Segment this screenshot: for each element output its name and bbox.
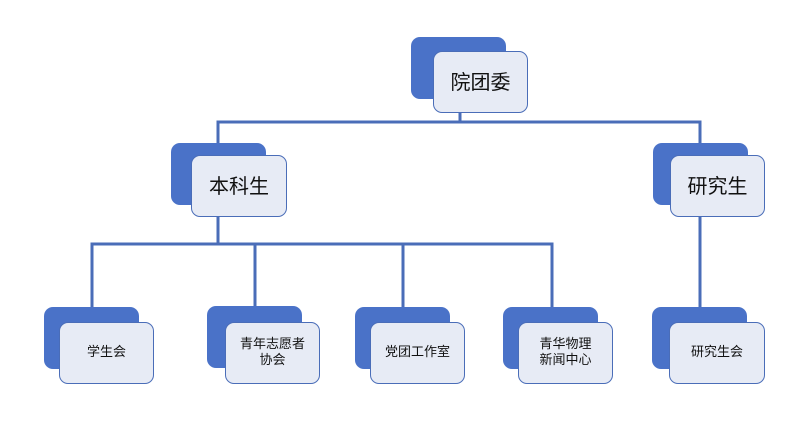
node-graduate-box: 研究生 [670,155,765,217]
node-student-union-label: 学生会 [86,344,126,360]
node-volunteers-label: 青年志愿者 协会 [239,336,305,368]
node-undergrad-label: 本科生 [209,173,269,198]
node-party-studio-box: 党团工作室 [370,322,465,384]
node-news-center-label: 青华物理 新闻中心 [539,336,592,368]
node-grad-union-box: 研究生会 [669,322,765,384]
node-party-studio-label: 党团工作室 [384,344,450,360]
node-student-union-box: 学生会 [59,322,154,384]
node-volunteers-box: 青年志愿者 协会 [225,322,320,384]
node-grad-union-label: 研究生会 [690,344,743,360]
node-root-box: 院团委 [433,51,528,113]
node-root-label: 院团委 [450,69,511,94]
node-undergrad-box: 本科生 [191,155,287,217]
node-graduate-label: 研究生 [687,173,748,198]
node-news-center-box: 青华物理 新闻中心 [518,322,613,384]
